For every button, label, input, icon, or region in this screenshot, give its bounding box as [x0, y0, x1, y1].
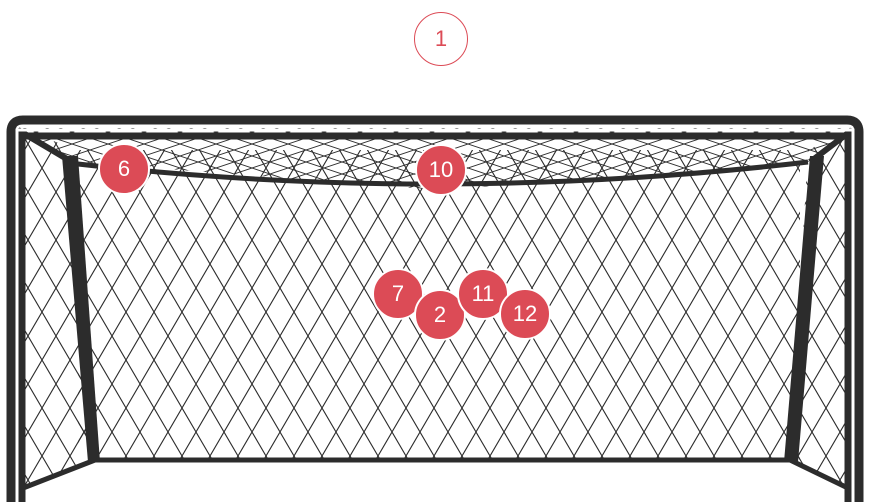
- shot-marker-6[interactable]: 6: [98, 143, 150, 195]
- shot-marker-12[interactable]: 12: [499, 288, 551, 340]
- shot-marker-10[interactable]: 10: [415, 144, 467, 196]
- shot-marker-1[interactable]: 1: [414, 12, 468, 66]
